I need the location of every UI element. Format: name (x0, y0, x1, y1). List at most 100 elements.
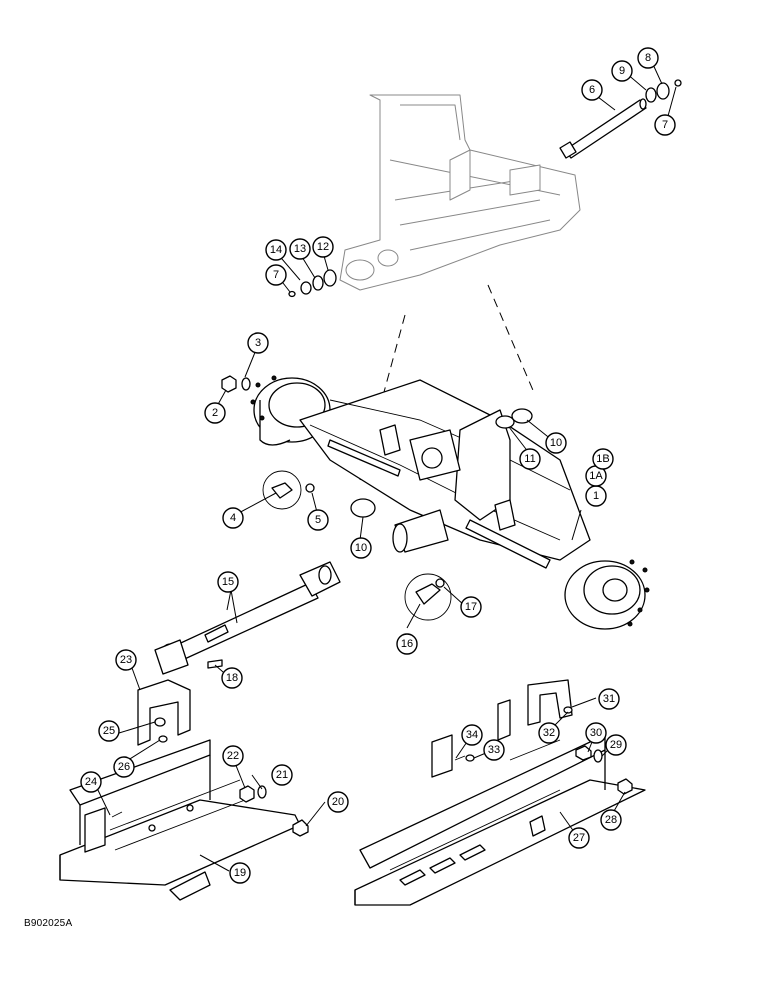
svg-text:17: 17 (465, 601, 477, 613)
callout-1b: 1B (592, 448, 614, 470)
svg-text:7: 7 (662, 119, 668, 131)
thrust-washer-10a (511, 408, 533, 424)
drive-shaft (154, 561, 341, 675)
svg-text:1B: 1B (596, 453, 609, 465)
svg-text:27: 27 (573, 832, 585, 844)
svg-text:16: 16 (401, 638, 413, 650)
nut-22 (239, 785, 255, 803)
pivot-pin (559, 98, 647, 159)
callout-25: 25 (98, 720, 120, 742)
svg-text:8: 8 (645, 52, 651, 64)
callout-5: 5 (307, 509, 329, 531)
svg-text:6: 6 (589, 84, 595, 96)
callout-17: 17 (460, 596, 482, 618)
svg-text:21: 21 (276, 769, 288, 781)
callout-24: 24 (80, 771, 102, 793)
detail-circle-fitting-4 (262, 470, 302, 510)
washer-25 (154, 717, 166, 727)
svg-text:23: 23 (120, 654, 132, 666)
callout-20: 20 (327, 791, 349, 813)
bolt-24 (111, 811, 123, 818)
fitting-4 (271, 482, 293, 499)
washer-29 (593, 749, 603, 763)
callout-8: 8 (637, 47, 659, 69)
svg-text:3: 3 (255, 337, 261, 349)
callout-21: 21 (271, 764, 293, 786)
svg-text:14: 14 (270, 244, 282, 256)
callout-32: 32 (538, 722, 560, 744)
svg-text:2: 2 (212, 407, 218, 419)
callout-4: 4 (222, 507, 244, 529)
fitting-16 (415, 583, 441, 605)
svg-text:1A: 1A (589, 470, 603, 482)
bolt-32 (563, 706, 573, 714)
svg-text:19: 19 (234, 867, 246, 879)
axle-assembly (250, 375, 650, 630)
thrust-washer-11 (495, 415, 515, 429)
nut-2 (221, 375, 237, 393)
svg-text:7: 7 (273, 269, 279, 281)
o-ring-5 (305, 483, 315, 493)
right-support-bracket (354, 679, 646, 906)
svg-text:15: 15 (222, 576, 234, 588)
washer-14 (300, 281, 312, 295)
svg-text:5: 5 (315, 514, 321, 526)
washer-33 (465, 754, 475, 762)
callout-15: 15 (217, 571, 239, 593)
callout-23: 23 (115, 649, 137, 671)
alignment-line-right (487, 284, 536, 396)
washer-9 (645, 87, 657, 103)
svg-text:32: 32 (543, 727, 555, 739)
callout-26: 26 (113, 756, 135, 778)
callout-7-left: 7 (265, 264, 287, 286)
bolt-34 (454, 755, 466, 761)
grease-fitting-7b (288, 290, 296, 298)
drive-shaft-bolt-18 (207, 659, 223, 669)
washer-12 (323, 269, 337, 287)
callout-10-right: 10 (545, 432, 567, 454)
svg-text:31: 31 (603, 693, 615, 705)
svg-text:34: 34 (466, 729, 478, 741)
svg-text:29: 29 (610, 739, 622, 751)
svg-text:24: 24 (85, 776, 97, 788)
callout-29: 29 (605, 734, 627, 756)
svg-text:4: 4 (230, 512, 236, 524)
callout-31: 31 (598, 688, 620, 710)
shim-8 (656, 82, 670, 100)
svg-text:33: 33 (488, 744, 500, 756)
svg-text:18: 18 (226, 672, 238, 684)
svg-text:22: 22 (227, 750, 239, 762)
callout-13: 13 (289, 238, 311, 260)
detail-circle-fitting-16 (404, 573, 452, 621)
grease-fitting-7a (674, 79, 682, 87)
callout-34: 34 (461, 724, 483, 746)
callout-19: 19 (229, 862, 251, 884)
callout-12: 12 (312, 236, 334, 258)
callout-1: 1 (585, 485, 607, 507)
callout-14: 14 (265, 239, 287, 261)
callout-11: 11 (519, 448, 541, 470)
svg-text:9: 9 (619, 65, 625, 77)
callout-30: 30 (585, 722, 607, 744)
callout-6: 6 (581, 79, 603, 101)
washer-13 (312, 275, 324, 291)
svg-text:26: 26 (118, 761, 130, 773)
callout-3: 3 (247, 332, 269, 354)
svg-text:10: 10 (355, 542, 367, 554)
washer-21 (257, 785, 267, 799)
callout-1a: 1A (585, 465, 607, 487)
o-ring-17 (435, 578, 445, 588)
svg-text:11: 11 (524, 453, 535, 465)
callout-7-top: 7 (654, 114, 676, 136)
callout-16: 16 (396, 633, 418, 655)
svg-text:25: 25 (103, 725, 115, 737)
callout-22: 22 (222, 745, 244, 767)
callout-2: 2 (204, 402, 226, 424)
frame-ghost (339, 94, 581, 291)
callout-10-left: 10 (350, 537, 372, 559)
callout-33: 33 (483, 739, 505, 761)
svg-text:10: 10 (550, 437, 562, 449)
svg-text:12: 12 (317, 241, 329, 253)
svg-text:13: 13 (294, 243, 306, 255)
